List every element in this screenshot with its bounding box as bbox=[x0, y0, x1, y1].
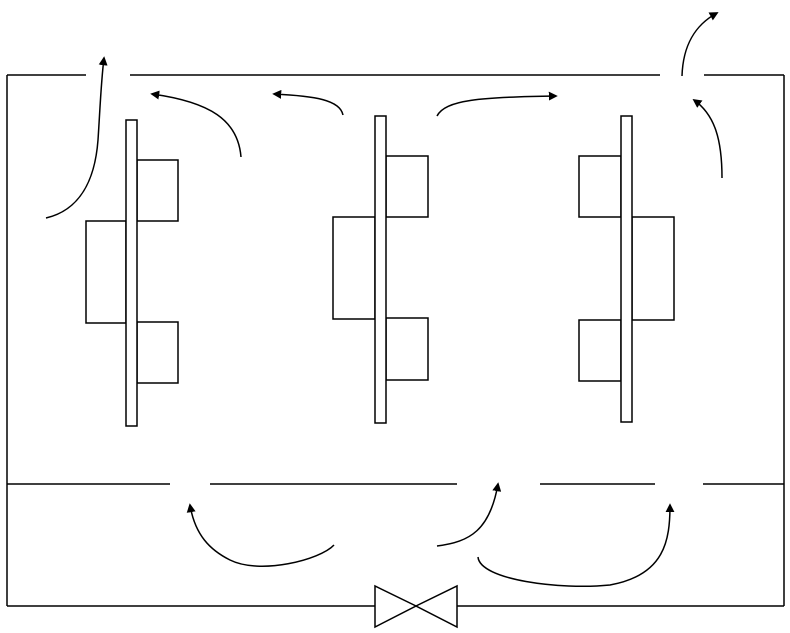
airflow-arrow-icon bbox=[436, 91, 558, 117]
airflow-arrow-icon bbox=[150, 90, 242, 158]
component-block bbox=[136, 321, 179, 384]
component-block bbox=[385, 317, 429, 381]
airflow-arrows bbox=[45, 12, 723, 587]
circuit-board-center bbox=[332, 115, 429, 424]
airflow-arrow-icon bbox=[692, 98, 723, 179]
component-block bbox=[85, 220, 127, 324]
board-plate bbox=[374, 115, 387, 424]
component-block bbox=[578, 319, 622, 382]
valve-left-triangle bbox=[374, 584, 418, 629]
board-plate bbox=[125, 119, 138, 427]
component-block bbox=[136, 159, 179, 222]
valve-right-triangle bbox=[414, 584, 458, 629]
circuit-board-right bbox=[578, 115, 675, 423]
component-block bbox=[332, 216, 376, 320]
enclosure-outline bbox=[6, 74, 785, 607]
airflow-arrow-icon bbox=[45, 56, 108, 219]
airflow-arrow-icon bbox=[681, 12, 719, 77]
component-block bbox=[385, 155, 429, 218]
board-plate bbox=[620, 115, 633, 423]
airflow-arrow-icon bbox=[186, 503, 335, 567]
airflow-arrow-icon bbox=[272, 89, 344, 116]
component-block bbox=[578, 155, 622, 218]
valve-icon bbox=[374, 584, 458, 629]
circuit-board-left bbox=[85, 119, 179, 427]
airflow-arrow-icon bbox=[477, 503, 675, 587]
airflow-arrow-icon bbox=[436, 482, 502, 547]
component-block bbox=[631, 216, 675, 321]
